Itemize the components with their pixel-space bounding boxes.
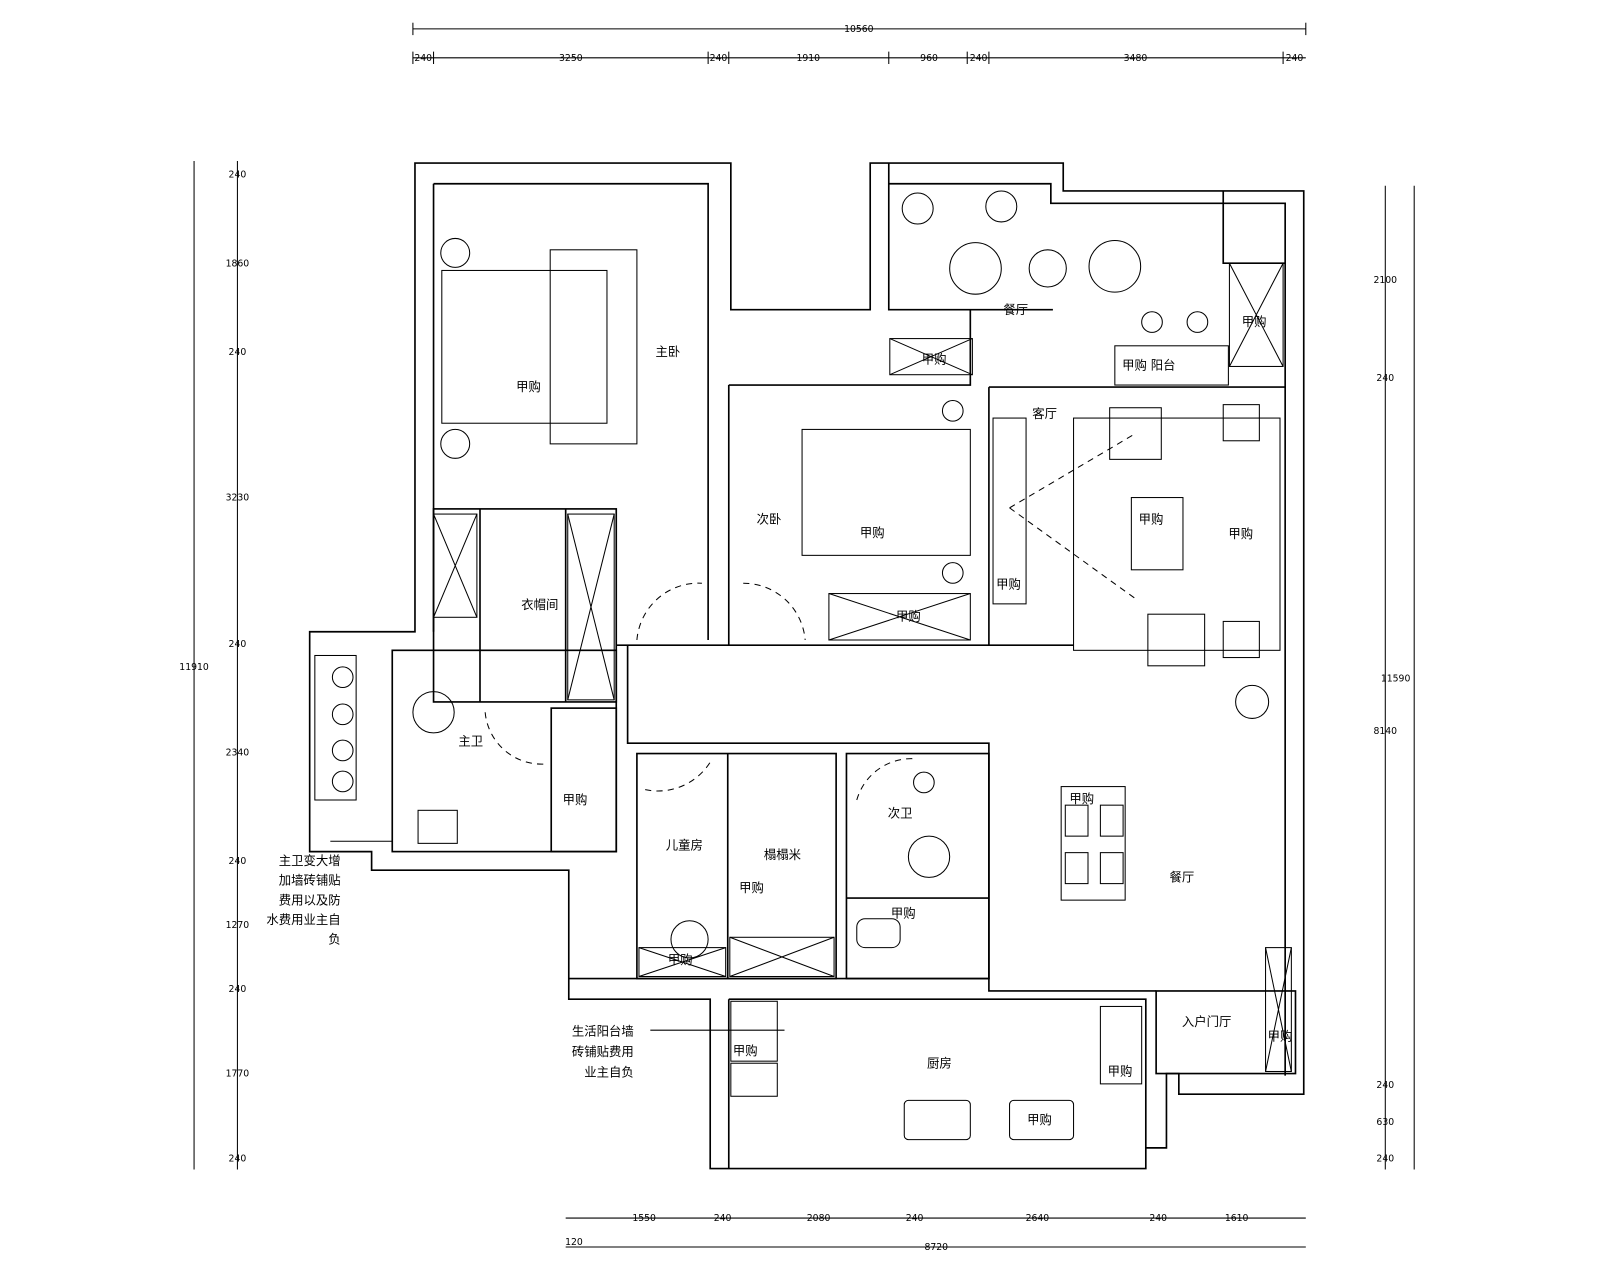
note-line: 业主自负 xyxy=(584,1066,634,1080)
dim-top: 960 xyxy=(920,53,938,64)
purchase-label: 甲购 xyxy=(668,952,693,967)
dim-bottom: 2080 xyxy=(807,1213,831,1224)
dim-bottom: 240 xyxy=(714,1213,732,1224)
furniture xyxy=(331,190,1281,959)
dim-left: 240 xyxy=(229,856,247,867)
purchase-label: 甲购 xyxy=(891,906,916,921)
room-kitchen: 厨房 xyxy=(927,1055,952,1070)
note-line: 主卫变大增 xyxy=(279,853,341,868)
dim-bottom-offset: 120 xyxy=(565,1237,583,1248)
note-line: 费用以及防 xyxy=(279,892,341,907)
note-line: 加墙砖铺贴 xyxy=(279,873,341,888)
room-kids: 儿童房 xyxy=(666,838,703,853)
dim-top: 3480 xyxy=(1124,53,1148,64)
note-line: 负 xyxy=(328,932,340,946)
dim-left: 1770 xyxy=(226,1069,250,1080)
dim-right: 240 xyxy=(1376,1153,1394,1164)
purchase-label: 甲购 xyxy=(733,1043,758,1058)
note-line: 生活阳台墙 xyxy=(572,1023,634,1038)
dim-left: 1270 xyxy=(226,920,250,931)
dim-bottom: 240 xyxy=(1149,1213,1167,1224)
dim-bottom-total: 8720 xyxy=(924,1242,948,1253)
master-bath-note: 主卫变大增 加墙砖铺贴 费用以及防 水费用业主自 负 xyxy=(266,853,340,946)
dim-bottom: 1610 xyxy=(1225,1213,1249,1224)
room-living: 客厅 xyxy=(1032,406,1057,421)
balcony-cabinet-label: 甲购 阳台 xyxy=(1122,358,1175,373)
purchase-label: 甲购 xyxy=(563,792,588,807)
room-labels: 主卧 衣帽间 主卫 次卧 客厅 餐厅 甲购 阳台 儿童房 榻榻米 次卫 餐厅 入… xyxy=(458,302,1231,1071)
room-master-bath: 主卫 xyxy=(458,734,483,748)
purchase-label: 甲购 xyxy=(1069,791,1094,806)
walls xyxy=(308,162,1305,1170)
purchase-label: 甲购 xyxy=(860,525,885,540)
dim-bottom: 1550 xyxy=(632,1213,656,1224)
note-line: 砖铺贴费用 xyxy=(572,1044,634,1059)
door-swings xyxy=(330,433,1136,1031)
bottom-dimensions: 1550 240 2080 240 2640 240 1610 120 8720 xyxy=(565,1213,1306,1253)
dim-left: 240 xyxy=(229,639,247,650)
dim-bottom: 2640 xyxy=(1026,1213,1050,1224)
dim-top: 240 xyxy=(1286,53,1304,64)
dim-top: 240 xyxy=(414,53,432,64)
room-second-bedroom: 次卧 xyxy=(757,512,782,526)
room-tatami: 榻榻米 xyxy=(764,848,801,862)
purchase-label: 甲购 xyxy=(1108,1064,1133,1079)
dim-right-total: 11590 xyxy=(1381,673,1411,684)
room-walk-in-closet: 衣帽间 xyxy=(521,597,558,612)
left-dimensions: 11910 240 1860 240 3230 240 2340 240 127… xyxy=(179,161,249,1170)
purchase-label: 甲购 xyxy=(1242,314,1267,329)
room-dining: 餐厅 xyxy=(1170,870,1195,885)
purchase-label: 甲购 xyxy=(516,379,541,394)
room-second-bath: 次卫 xyxy=(888,807,913,821)
dim-top: 240 xyxy=(710,53,728,64)
dim-top-total: 10560 xyxy=(844,24,874,35)
dim-top: 1910 xyxy=(796,53,820,64)
top-dimensions: 10560 240 3250 240 1910 960 240 3480 240 xyxy=(412,22,1307,64)
cabinets xyxy=(417,262,1292,1141)
purchase-label: 甲购 xyxy=(1228,526,1253,541)
dim-right: 630 xyxy=(1376,1117,1394,1128)
purchase-label: 甲购 xyxy=(996,576,1021,591)
purchase-label: 甲购 xyxy=(739,880,764,895)
dim-left: 240 xyxy=(229,347,247,358)
purchase-labels: 甲购 甲购 甲购 甲购 甲购 甲购 甲购 甲购 甲购 甲购 甲购 甲购 甲购 甲… xyxy=(516,314,1292,1127)
purchase-label: 甲购 xyxy=(1139,511,1164,526)
dim-left: 240 xyxy=(229,1153,247,1164)
dim-right: 2100 xyxy=(1373,275,1397,286)
room-balcony-dining: 餐厅 xyxy=(1003,302,1028,317)
dim-left: 3230 xyxy=(226,493,250,504)
purchase-label: 甲购 xyxy=(1268,1029,1293,1044)
room-master-bedroom: 主卧 xyxy=(655,345,680,359)
dim-left: 1860 xyxy=(226,258,250,269)
purchase-label: 甲购 xyxy=(1027,1112,1052,1127)
dim-right: 240 xyxy=(1376,373,1394,384)
dim-left: 240 xyxy=(229,170,247,181)
room-entry: 入户门厅 xyxy=(1182,1014,1232,1029)
dim-right: 240 xyxy=(1376,1080,1394,1091)
dim-left-total: 11910 xyxy=(179,662,209,673)
dim-top: 240 xyxy=(970,53,988,64)
dim-left: 240 xyxy=(229,984,247,995)
purchase-label: 甲购 xyxy=(922,351,947,366)
note-line: 水费用业主自 xyxy=(266,913,340,927)
right-dimensions: 11590 2100 240 8140 240 630 240 xyxy=(1373,185,1415,1170)
purchase-label: 甲购 xyxy=(896,608,921,623)
utility-balcony-note: 生活阳台墙 砖铺贴费用 业主自负 xyxy=(572,1023,634,1079)
dim-left: 2340 xyxy=(226,748,250,759)
dim-top: 3250 xyxy=(559,53,583,64)
dim-bottom: 240 xyxy=(906,1213,924,1224)
dim-right: 8140 xyxy=(1373,726,1397,737)
